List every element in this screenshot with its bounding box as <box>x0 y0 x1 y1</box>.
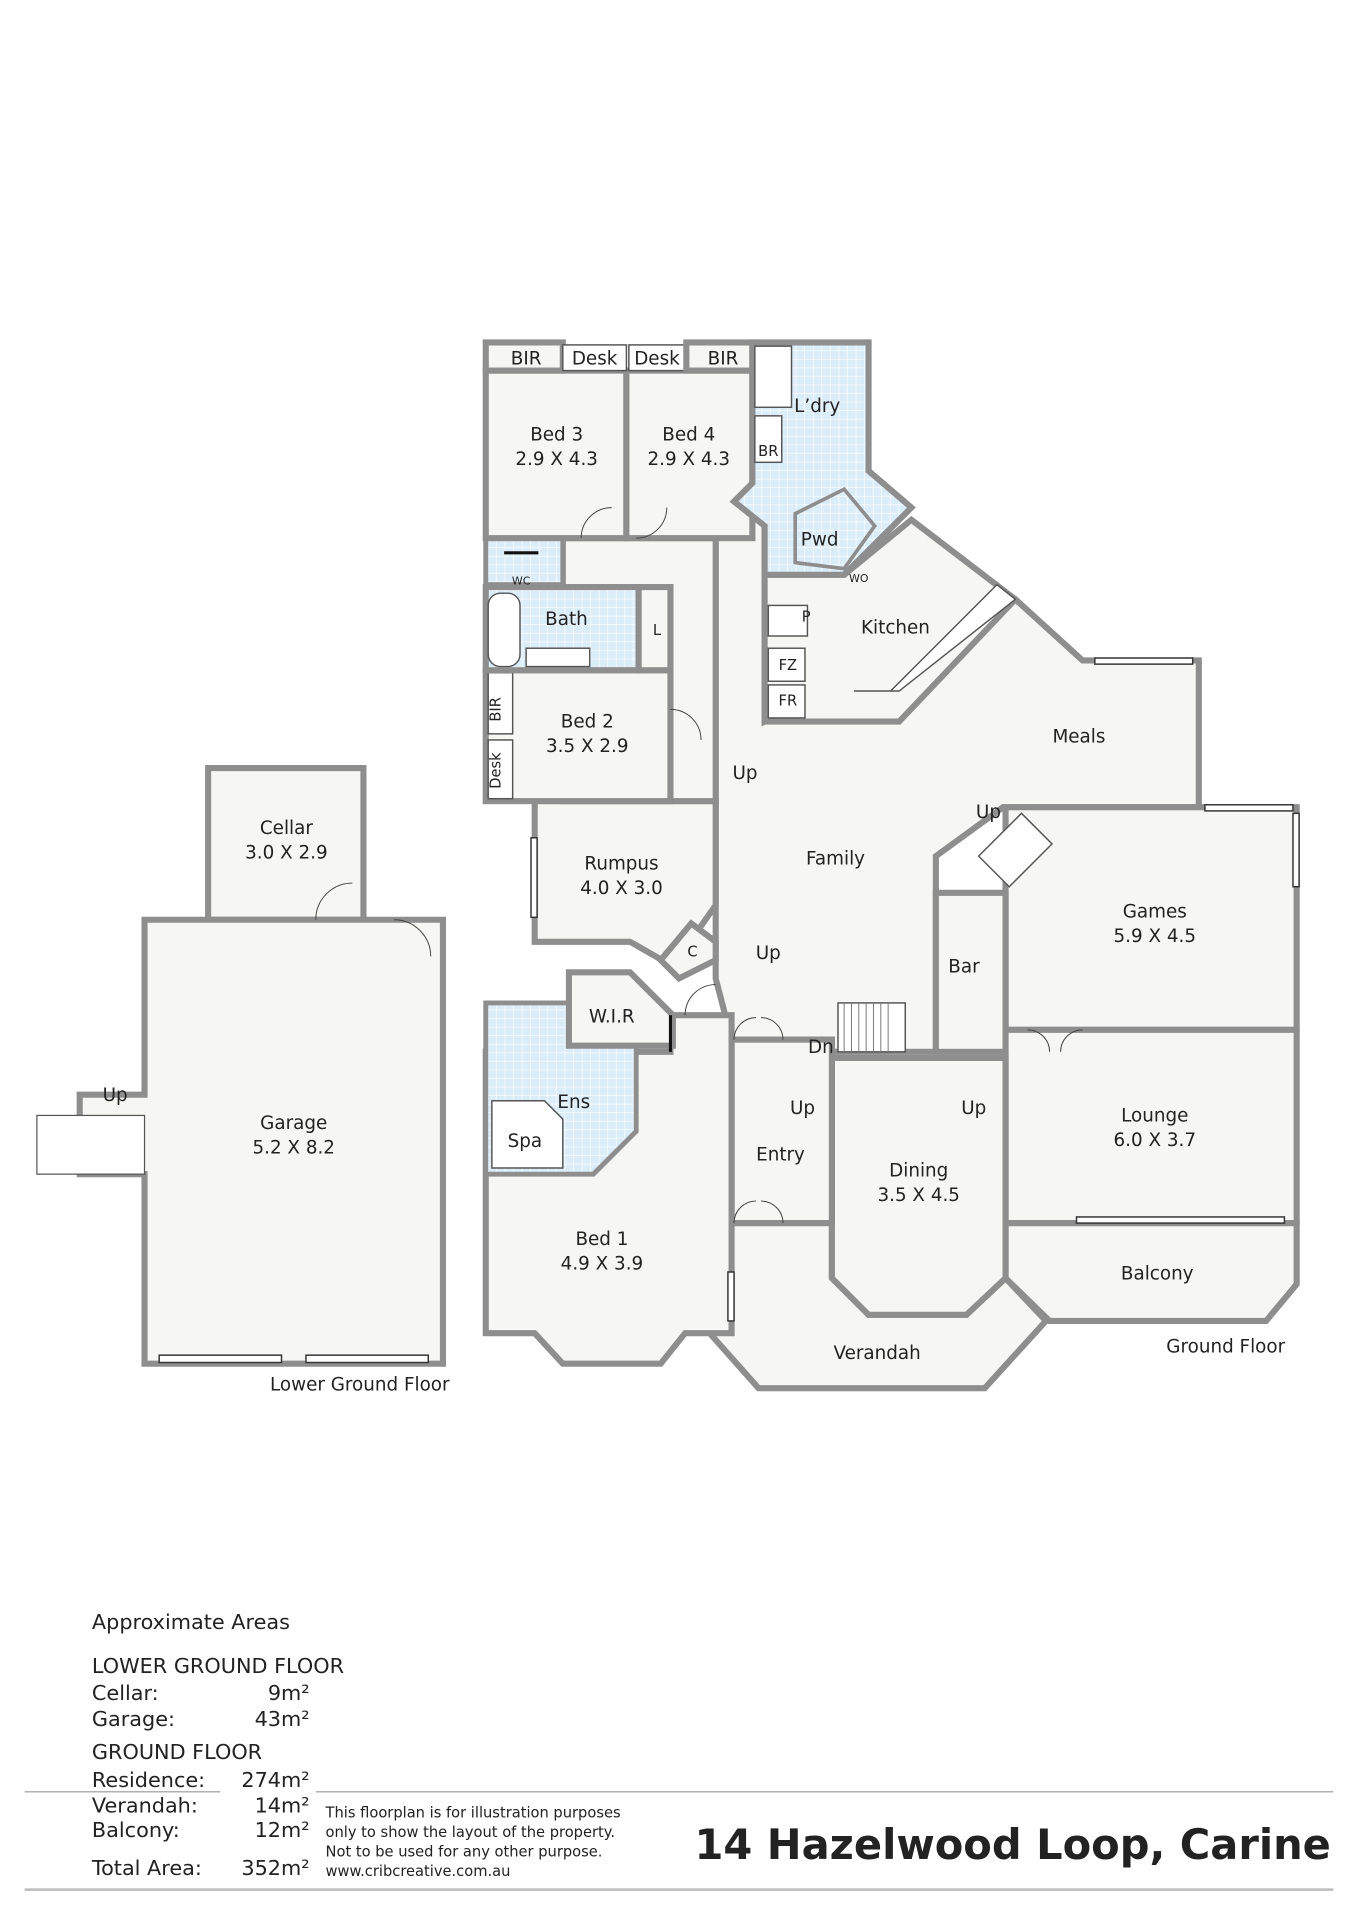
area-summary: Approximate Areas LOWER GROUND FLOOR Cel… <box>24 1610 1334 1891</box>
fridge-label: FR <box>779 693 798 710</box>
up-label: Up <box>756 943 781 964</box>
up-label: Up <box>790 1098 815 1119</box>
freezer-label: FZ <box>779 657 797 674</box>
disclaimer-line: Not to be used for any other purpose. <box>326 1844 603 1861</box>
bar-room <box>932 889 1009 1055</box>
pwd-label: Pwd <box>801 529 839 550</box>
lower-ground-floor: Cellar 3.0 X 2.9 Garage 5.2 X 8.2 Up Low… <box>36 765 450 1396</box>
area-label: Cellar: <box>92 1681 159 1705</box>
bir-label: BIR <box>511 348 542 369</box>
website-link[interactable]: www.cribcreative.com.au <box>326 1863 511 1880</box>
stairs <box>837 812 1054 1053</box>
lounge-room <box>1002 1026 1300 1227</box>
desk-label: Desk <box>634 348 680 369</box>
bed3-room <box>482 367 630 542</box>
area-value: 274m² <box>241 1768 309 1792</box>
garage-stair <box>36 1114 146 1175</box>
bed4-label: Bed 4 <box>662 424 715 445</box>
ground-floor-heading: GROUND FLOOR <box>92 1740 262 1764</box>
cellar-dims: 3.0 X 2.9 <box>245 843 328 864</box>
total-area-value: 352m² <box>241 1856 309 1880</box>
closet-label: C <box>687 943 697 960</box>
dining-dims: 3.5 X 4.5 <box>877 1185 960 1206</box>
bed1-dims: 4.9 X 3.9 <box>561 1254 644 1275</box>
bed2-room <box>482 667 674 805</box>
bed4-room <box>623 367 756 542</box>
bed4-dims: 2.9 X 4.3 <box>648 449 731 470</box>
lounge-label: Lounge <box>1121 1106 1188 1127</box>
garage-dims: 5.2 X 8.2 <box>252 1137 335 1158</box>
balcony-label: Balcony <box>1121 1263 1194 1284</box>
verandah-label: Verandah <box>834 1343 921 1364</box>
garage-room <box>76 916 447 1367</box>
area-label: Garage: <box>92 1707 175 1731</box>
area-value: 12m² <box>255 1818 310 1842</box>
games-dims: 5.9 X 4.5 <box>1114 926 1197 947</box>
rumpus-dims: 4.0 X 3.0 <box>580 878 663 899</box>
pantry-label: P <box>802 608 811 625</box>
ground-floor-label: Ground Floor <box>1166 1337 1285 1358</box>
areas-heading: Approximate Areas <box>92 1610 290 1634</box>
ens-label: Ens <box>557 1092 590 1113</box>
kitchen-label: Kitchen <box>861 618 930 639</box>
wir-room <box>565 969 676 1049</box>
bed3-label: Bed 3 <box>530 424 583 445</box>
dining-label: Dining <box>889 1161 948 1182</box>
bar-label: Bar <box>948 956 980 977</box>
up-label: Up <box>733 763 758 784</box>
laundry-label: L’dry <box>794 396 840 417</box>
up-label: Up <box>961 1098 986 1119</box>
wo-label: WO <box>849 572 869 585</box>
wir-label: W.I.R <box>589 1006 635 1027</box>
spa-label: Spa <box>508 1131 543 1152</box>
area-label: Balcony: <box>92 1818 180 1842</box>
games-label: Games <box>1123 901 1187 922</box>
bed1-label: Bed 1 <box>575 1229 628 1250</box>
lounge-dims: 6.0 X 3.7 <box>1114 1130 1197 1151</box>
rumpus-label: Rumpus <box>584 854 658 875</box>
property-title: 14 Hazelwood Loop, Carine <box>694 1820 1330 1869</box>
desk-label: Desk <box>572 348 618 369</box>
entry-room <box>728 1036 835 1227</box>
total-area-label: Total Area: <box>91 1856 202 1880</box>
up-label: Up <box>976 802 1001 823</box>
bir-label: BIR <box>708 348 739 369</box>
disclaimer-line: only to show the layout of the property. <box>326 1824 615 1841</box>
desk-label: Desk <box>487 752 504 789</box>
lower-floor-label: Lower Ground Floor <box>270 1375 450 1396</box>
bed3-dims: 2.9 X 4.3 <box>515 449 598 470</box>
bath-label: Bath <box>545 609 588 630</box>
lower-floor-heading: LOWER GROUND FLOOR <box>92 1654 344 1678</box>
linen <box>635 584 674 674</box>
ground-floor: Bed 3 2.9 X 4.3 Bed 4 2.9 X 4.3 BIR Desk… <box>482 339 1300 1392</box>
bed2-dims: 3.5 X 2.9 <box>546 736 629 757</box>
wc-label: WC <box>512 575 531 588</box>
area-label: Residence: <box>92 1768 205 1792</box>
area-label: Verandah: <box>92 1794 198 1818</box>
area-value: 43m² <box>255 1707 310 1731</box>
dn-label: Dn <box>808 1037 834 1058</box>
garage-up-label: Up <box>103 1085 128 1106</box>
disclaimer-line: This floorplan is for illustration purpo… <box>325 1804 621 1821</box>
dining-room <box>828 1054 1009 1318</box>
bir-label: BIR <box>487 697 504 722</box>
family-label: Family <box>806 849 865 870</box>
area-value: 14m² <box>255 1794 310 1818</box>
games-room <box>1002 804 1300 1033</box>
bed2-label: Bed 2 <box>561 712 614 733</box>
pwd-room <box>793 486 878 571</box>
br-label: BR <box>758 443 778 460</box>
entry-label: Entry <box>756 1145 805 1166</box>
area-value: 9m² <box>268 1681 310 1705</box>
cellar-label: Cellar <box>260 818 313 839</box>
meals-label: Meals <box>1052 726 1105 747</box>
linen-label: L <box>653 622 662 639</box>
garage-label: Garage <box>260 1113 327 1134</box>
wc-room <box>483 535 566 588</box>
closet <box>656 919 719 983</box>
